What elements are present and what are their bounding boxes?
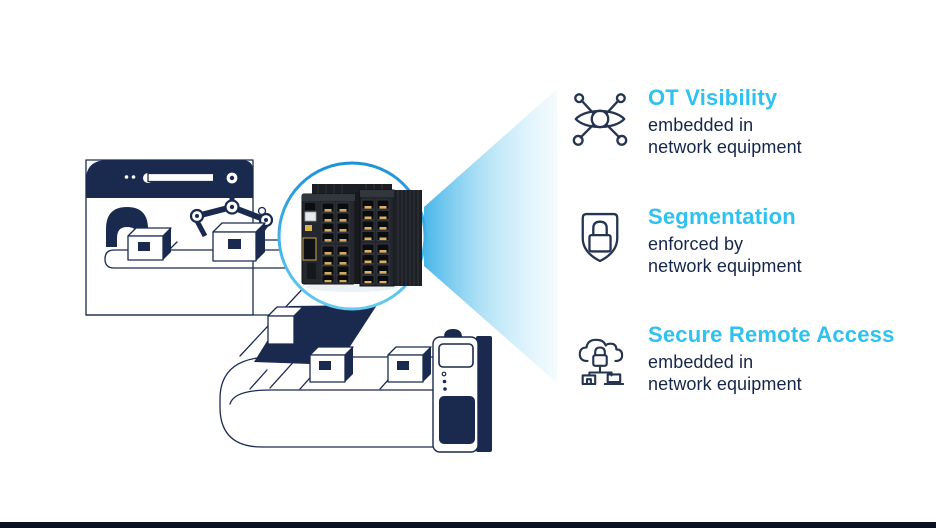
feature-desc-line2: network equipment: [648, 255, 802, 276]
footer-bar: [0, 522, 936, 528]
conveyor-box: [267, 306, 304, 345]
shield-lock-icon: [552, 203, 648, 267]
cloud-lock-devices-icon: [552, 321, 648, 385]
conveyor-box: [309, 346, 354, 383]
robot-gripper: [189, 170, 274, 241]
feature-title: Segmentation: [648, 204, 796, 229]
machine-cabinet: [432, 329, 492, 453]
conveyor-box: [127, 227, 172, 261]
feature-row-secure-remote-access: Secure Remote Access embedded in network…: [552, 321, 932, 395]
feature-desc-line2: network equipment: [648, 136, 802, 157]
industrial-switches: [301, 184, 422, 292]
feature-row-ot-visibility: OT Visibility embedded in network equipm…: [552, 84, 932, 158]
conveyor-box: [212, 222, 266, 262]
conveyor-box: [387, 346, 432, 383]
spotlight-beam: [424, 89, 557, 383]
device-circle: [277, 161, 427, 311]
feature-desc-line1: enforced by: [648, 234, 744, 255]
feature-desc-line1: embedded in: [648, 115, 754, 136]
feature-title: Secure Remote Access: [648, 322, 895, 347]
eye-network-icon: [552, 84, 648, 150]
feature-desc-line2: network equipment: [648, 373, 802, 394]
feature-row-segmentation: Segmentation enforced by network equipme…: [552, 203, 932, 277]
feature-desc-line1: embedded in: [648, 352, 754, 373]
feature-title: OT Visibility: [648, 85, 778, 110]
conveyor-illustration: [85, 159, 492, 453]
